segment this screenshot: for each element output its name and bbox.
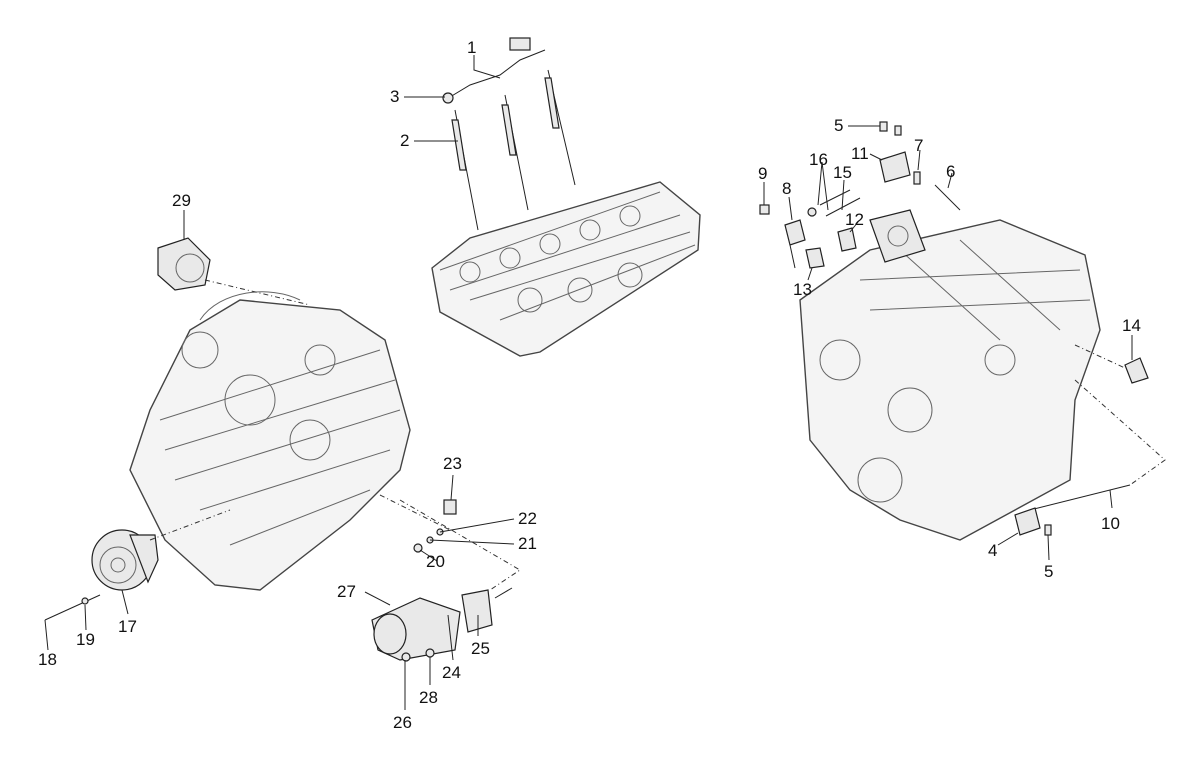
callout-8: 8 [782,179,792,198]
callout-27: 27 [337,582,356,601]
callout-29: 29 [172,191,191,210]
callout-22: 22 [518,509,537,528]
callout-14: 14 [1122,316,1141,335]
callout-21: 21 [518,534,537,553]
callout-3: 3 [390,87,400,106]
right-engine-block [799,209,1101,541]
callout-17: 17 [118,617,137,636]
callout-5-top: 5 [834,116,844,135]
right-side-parts [759,121,1166,536]
cylinder-head [431,181,701,357]
fasteners-parts-20-23 [379,494,457,553]
callout-7: 7 [914,136,924,155]
callout-13: 13 [793,280,812,299]
callout-6: 6 [946,162,956,181]
callout-9: 9 [758,164,768,183]
callout-11: 11 [851,144,869,163]
callout-15: 15 [833,163,852,182]
callout-26: 26 [393,713,412,732]
glow-plugs [442,37,576,231]
callout-16: 16 [809,150,828,169]
callout-10: 10 [1101,514,1120,533]
callout-19: 19 [76,630,95,649]
callout-20: 20 [426,552,445,571]
starter-motor-part-24 [371,499,521,662]
callout-28: 28 [419,688,438,707]
left-engine-block [129,291,411,591]
callout-12: 12 [845,210,864,229]
callout-18: 18 [38,650,57,669]
alternator-part-29 [157,237,311,306]
callout-4: 4 [988,541,998,560]
leader-lines [44,55,1133,710]
callout-25: 25 [471,639,490,658]
callout-2: 2 [400,131,410,150]
callout-23: 23 [443,454,462,473]
callout-24: 24 [442,663,461,682]
callout-1: 1 [467,38,477,57]
callout-5-bottom: 5 [1044,562,1054,581]
